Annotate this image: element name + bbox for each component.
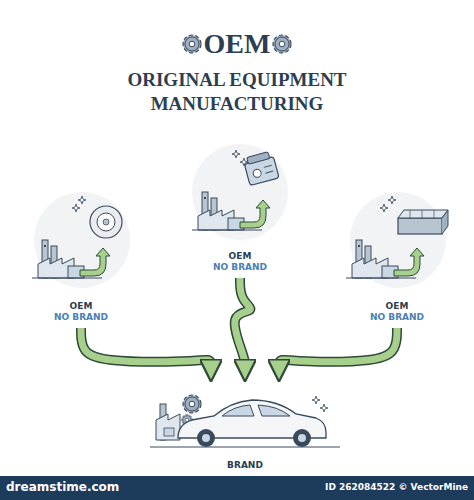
flow-arrow xyxy=(235,278,251,366)
arrow-outline xyxy=(235,278,251,366)
arrow-outline xyxy=(81,328,211,366)
oem-supplier: OEMNO BRAND xyxy=(22,188,140,326)
node-label: OEM xyxy=(386,301,409,313)
oem-supplier: OEMNO BRAND xyxy=(182,140,298,276)
node-sublabel: NO BRAND xyxy=(213,262,267,274)
node-label: OEM xyxy=(70,301,93,313)
flow-arrow xyxy=(81,328,211,366)
node-label: BRAND xyxy=(227,460,263,472)
node-sublabel: NO BRAND xyxy=(370,312,424,324)
arrow-body xyxy=(81,328,211,366)
node-label: OEM xyxy=(229,251,252,263)
brand-company: BRAND xyxy=(150,372,340,474)
node-sublabel: NO BRAND xyxy=(54,312,108,324)
subtitle: ORIGINAL EQUIPMENT MANUFACTURING xyxy=(87,68,387,116)
flow-arrow xyxy=(279,328,397,366)
image-id: ID 262084522 © VectorMine xyxy=(240,482,468,493)
arrow-body xyxy=(279,328,397,366)
arrow-body xyxy=(235,278,251,366)
title: OEM xyxy=(0,28,474,60)
oem-supplier: OEMNO BRAND xyxy=(338,188,456,326)
watermark: dreamstime.com xyxy=(6,480,206,494)
arrow-outline xyxy=(279,328,397,366)
